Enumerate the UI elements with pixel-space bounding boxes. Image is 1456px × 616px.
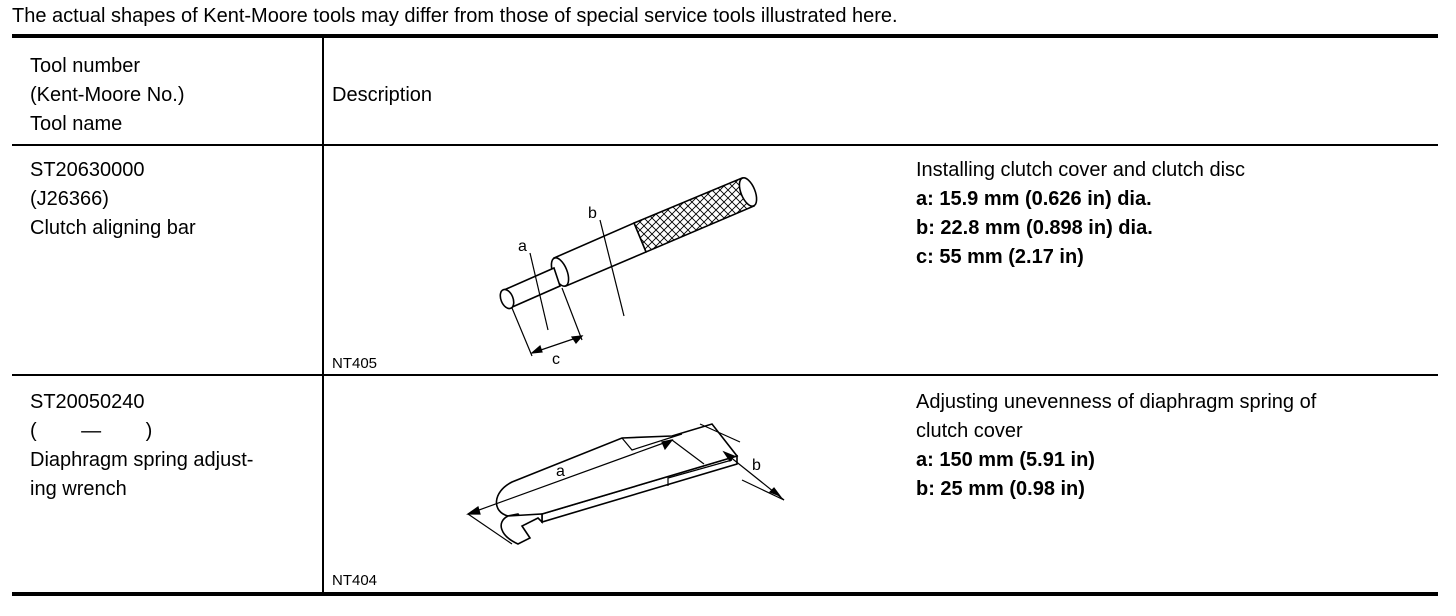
header-tool-column: Tool number (Kent-Moore No.) Tool name — [30, 55, 185, 135]
row1-description: Installing clutch cover and clutch disc … — [916, 159, 1246, 268]
tool-name: Diaphragm spring adjust- — [30, 449, 254, 471]
row2-description: Adjusting unevenness of diaphragm spring… — [916, 391, 1317, 500]
diaphragm-spring-wrench-illustration: a b — [466, 423, 785, 545]
kent-moore-number: (J26366) — [30, 188, 109, 210]
clutch-aligning-bar-illustration: a b c — [499, 176, 758, 368]
fig2-label-a: a — [556, 463, 565, 480]
column-divider — [322, 38, 324, 592]
row2-figure-code: NT404 — [332, 572, 378, 589]
row1-tool-info: ST20630000 (J26366) Clutch aligning bar — [30, 156, 196, 243]
special-service-tools-table: Tool number (Kent-Moore No.) Tool name D… — [12, 34, 1438, 596]
kent-moore-number: ( — ) — [30, 420, 153, 442]
header-description-column: Description — [332, 84, 433, 106]
fig2-label-b: b — [752, 457, 761, 474]
row1-figure-code: NT405 — [332, 355, 378, 372]
row-divider — [12, 374, 1438, 376]
fig1-label-a: a — [518, 238, 527, 255]
fig1-label-b: b — [588, 205, 597, 222]
tool-number: ST20630000 — [30, 159, 145, 181]
disclaimer-note: The actual shapes of Kent-Moore tools ma… — [12, 5, 898, 27]
row2-tool-info: ST20050240 ( — ) Diaphragm spring adjust… — [30, 388, 253, 504]
header-divider — [12, 144, 1438, 146]
fig1-label-c: c — [552, 351, 560, 368]
tool-name-continued: ing wrench — [30, 478, 127, 500]
tool-number: ST20050240 — [30, 391, 145, 413]
tool-name: Clutch aligning bar — [30, 217, 196, 239]
